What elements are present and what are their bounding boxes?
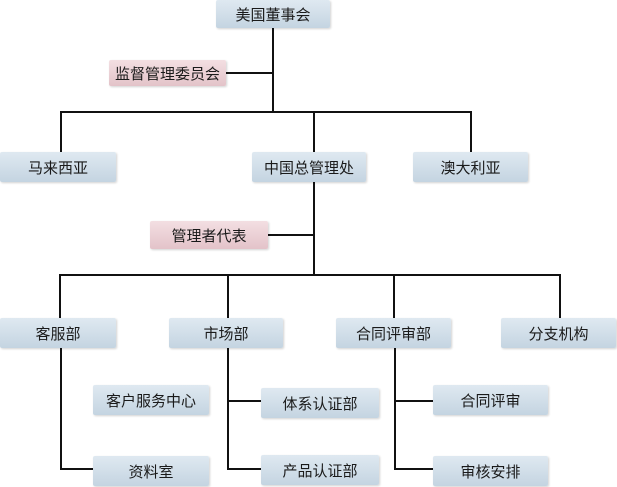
node-us-board: 美国董事会 [216, 0, 330, 28]
node-supervision-committee: 监督管理委员会 [109, 60, 226, 86]
node-contract-review: 合同评审 [433, 385, 548, 415]
node-management-rep: 管理者代表 [150, 221, 268, 249]
node-customer-service-center: 客户服务中心 [93, 385, 209, 415]
node-customer-service-dept: 客服部 [0, 318, 116, 348]
node-branches: 分支机构 [501, 318, 616, 348]
node-archive-room: 资料室 [93, 456, 209, 486]
node-malaysia: 马来西亚 [0, 152, 116, 182]
node-contract-review-dept: 合同评审部 [336, 318, 451, 348]
node-product-cert-dept: 产品认证部 [261, 455, 379, 485]
node-system-cert-dept: 体系认证部 [261, 388, 379, 418]
node-audit-scheduling: 审核安排 [433, 456, 548, 486]
node-australia: 澳大利亚 [413, 152, 528, 182]
node-marketing-dept: 市场部 [169, 318, 283, 348]
node-china-hq: 中国总管理处 [252, 152, 366, 182]
